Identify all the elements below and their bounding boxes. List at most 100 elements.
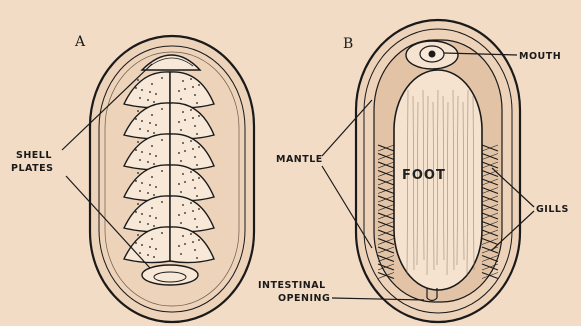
stipple-dot: [141, 182, 143, 184]
stipple-dot: [198, 146, 200, 148]
stipple-dot: [139, 97, 141, 99]
stipple-dot: [135, 180, 137, 182]
stipple-dot: [139, 221, 141, 223]
stipple-dot: [182, 142, 184, 144]
stipple-dot: [151, 238, 153, 240]
stipple-dot: [137, 234, 139, 236]
stipple-dot: [153, 163, 155, 165]
stipple-dot: [147, 99, 149, 101]
stipple-dot: [161, 139, 163, 141]
stipple-dot: [135, 118, 137, 120]
stipple-dot: [149, 215, 151, 217]
stipple-dot: [153, 194, 155, 196]
stipple-dot: [180, 129, 182, 131]
stipple-dot: [192, 117, 194, 119]
stipple-dot: [184, 243, 186, 245]
stipple-dot: [178, 121, 180, 123]
stipple-dot: [153, 101, 155, 103]
stipple-dot: [151, 83, 153, 85]
stipple-dot: [190, 140, 192, 142]
stipple-dot: [184, 119, 186, 121]
stipple-dot: [139, 190, 141, 192]
stipple-dot: [151, 207, 153, 209]
stipple-dot: [194, 125, 196, 127]
stipple-dot: [141, 120, 143, 122]
stipple-dot: [198, 208, 200, 210]
stipple-dot: [190, 78, 192, 80]
stipple-dot: [178, 245, 180, 247]
stipple-dot: [141, 89, 143, 91]
stipple-dot: [161, 108, 163, 110]
stipple-dot: [155, 186, 157, 188]
intestinal-opening-label-line1: INTESTINAL: [258, 280, 326, 291]
stipple-dot: [194, 156, 196, 158]
stipple-dot: [196, 133, 198, 135]
stipple-dot: [182, 204, 184, 206]
stipple-dot: [155, 217, 157, 219]
stipple-dot: [196, 102, 198, 104]
mouth-opening: [429, 51, 436, 58]
stipple-dot: [190, 109, 192, 111]
stipple-dot: [192, 241, 194, 243]
shell-plates-label-line2: PLATES: [11, 163, 53, 174]
stipple-dot: [147, 161, 149, 163]
stipple-dot: [196, 257, 198, 259]
stipple-dot: [155, 93, 157, 95]
stipple-dot: [184, 88, 186, 90]
figure-a-letter: A: [74, 34, 86, 50]
stipple-dot: [180, 222, 182, 224]
stipple-dot: [161, 201, 163, 203]
stipple-dot: [178, 90, 180, 92]
figure-b-letter: B: [343, 36, 353, 52]
stipple-dot: [180, 98, 182, 100]
gills-label: GILLS: [536, 204, 569, 215]
stipple-dot: [180, 253, 182, 255]
stipple-dot: [141, 213, 143, 215]
stipple-dot: [155, 155, 157, 157]
stipple-dot: [137, 110, 139, 112]
stipple-dot: [194, 218, 196, 220]
stipple-dot: [192, 148, 194, 150]
stipple-dot: [149, 184, 151, 186]
stipple-dot: [147, 192, 149, 194]
stipple-dot: [137, 172, 139, 174]
figure-a: A SHELL PLATES: [11, 34, 254, 322]
stipple-dot: [137, 141, 139, 143]
stipple-dot: [184, 212, 186, 214]
stipple-dot: [135, 211, 137, 213]
stipple-dot: [196, 226, 198, 228]
stipple-dot: [161, 170, 163, 172]
stipple-dot: [139, 128, 141, 130]
stipple-dot: [178, 183, 180, 185]
stipple-dot: [141, 151, 143, 153]
mouth-label: MOUTH: [519, 51, 561, 62]
stipple-dot: [147, 130, 149, 132]
stipple-dot: [161, 77, 163, 79]
stipple-dot: [147, 254, 149, 256]
stipple-dot: [149, 246, 151, 248]
stipple-dot: [180, 160, 182, 162]
foot-label: FOOT: [402, 168, 446, 183]
stipple-dot: [182, 173, 184, 175]
stipple-dot: [135, 87, 137, 89]
stipple-dot: [137, 79, 139, 81]
stipple-dot: [184, 181, 186, 183]
stipple-dot: [141, 244, 143, 246]
stipple-dot: [155, 124, 157, 126]
stipple-dot: [151, 114, 153, 116]
stipple-dot: [198, 115, 200, 117]
figure-b: B FOOT MOUTH MANTLE GILLS INTESTINAL OPE…: [258, 20, 569, 322]
stipple-dot: [139, 159, 141, 161]
stipple-dot: [149, 91, 151, 93]
stipple-dot: [153, 256, 155, 258]
stipple-dot: [178, 214, 180, 216]
stipple-dot: [139, 252, 141, 254]
shell-plates-label-line1: SHELL: [16, 150, 52, 161]
stipple-dot: [151, 145, 153, 147]
stipple-dot: [135, 242, 137, 244]
stipple-dot: [151, 176, 153, 178]
stipple-dot: [182, 111, 184, 113]
stipple-dot: [178, 152, 180, 154]
